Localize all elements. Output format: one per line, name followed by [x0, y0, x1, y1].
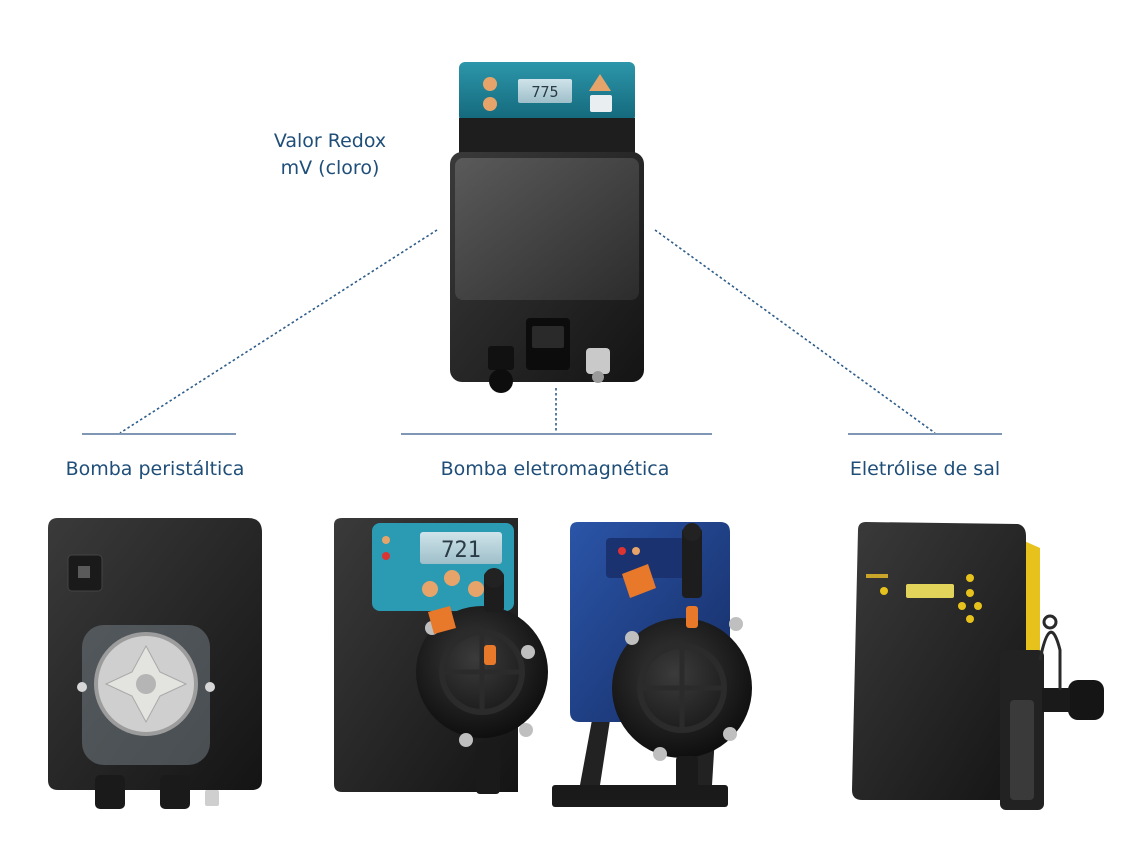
salt-unit-lcd	[906, 584, 954, 598]
controller-label-line1: Valor Redox	[273, 130, 387, 152]
controller-lcd-value: 775	[531, 83, 558, 101]
electromagnetic-pump-label: Bomba eletromagnética	[440, 458, 670, 480]
pump2-orange-knob	[622, 564, 656, 598]
redox-controller: 775	[450, 62, 644, 393]
peristaltic-pump-image	[48, 518, 262, 809]
pump2-base	[552, 785, 728, 807]
controller-label-line2: mV (cloro)	[280, 157, 380, 179]
brand-logo-icon	[590, 95, 612, 112]
controller-button-2	[483, 97, 497, 111]
tube-fitting-right	[160, 775, 190, 809]
pump1-orange-knob	[428, 606, 456, 634]
peristaltic-pump-label: Bomba peristáltica	[65, 458, 245, 480]
pump1-lcd	[420, 532, 502, 564]
salt-cell-cable	[1038, 630, 1062, 690]
connector-right	[654, 229, 936, 434]
controller-button-1	[483, 77, 497, 91]
salt-unit-body	[852, 522, 1026, 800]
probe-connector	[586, 348, 610, 374]
controller-label: Valor Redox mV (cloro)	[255, 128, 405, 182]
pump1-lcd-value: 721	[441, 538, 481, 563]
cable-gland-left	[488, 346, 514, 370]
salt-electrolysis-label: Eletrólise de sal	[849, 458, 1001, 480]
electromagnetic-pump-2-image	[552, 522, 752, 807]
electromagnetic-pump-1-image: 721	[334, 518, 548, 794]
salt-cell-fitting	[1068, 680, 1104, 720]
tube-fitting-left	[95, 775, 125, 809]
connector-lines	[82, 229, 1002, 435]
controller-lcd	[518, 79, 572, 103]
salt-electrolysis-image	[852, 522, 1104, 810]
connector-left	[119, 229, 438, 434]
warning-triangle-icon	[589, 74, 611, 91]
controller-lid	[455, 158, 639, 300]
